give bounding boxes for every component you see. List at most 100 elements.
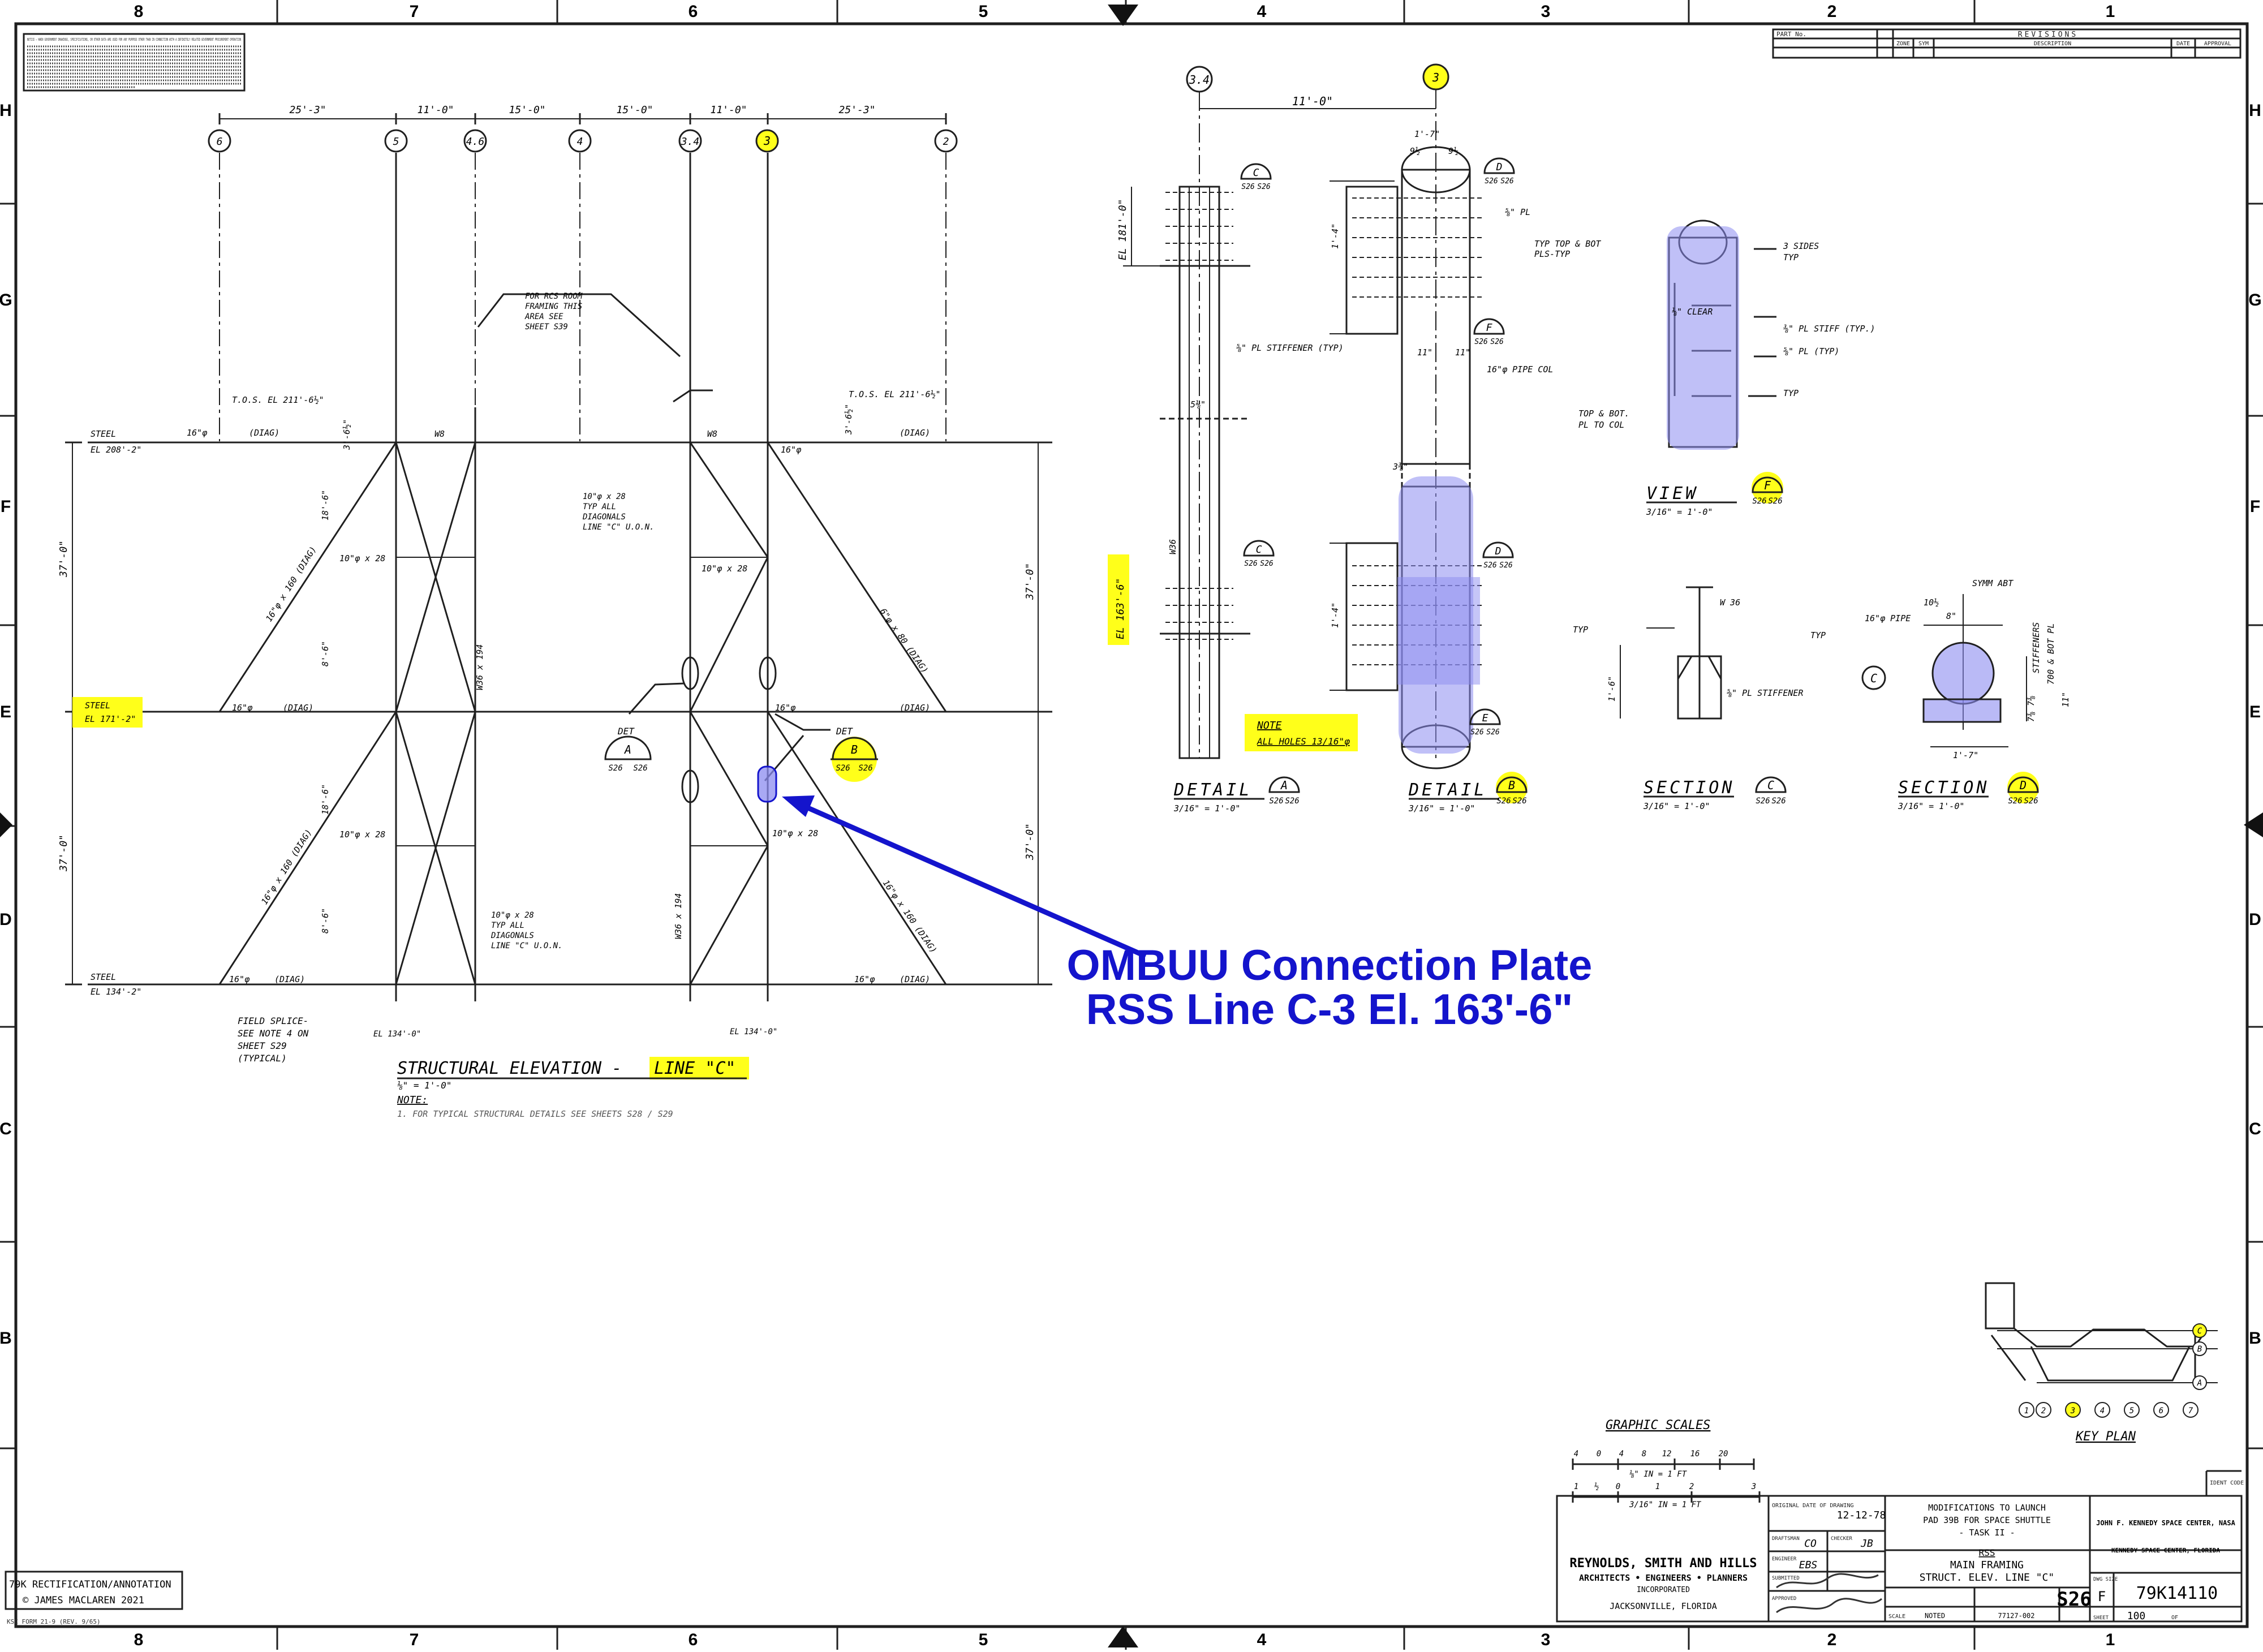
- section-c-label: ⅝" PL STIFFENER: [1727, 688, 1803, 698]
- annotation-arrowhead: [782, 795, 815, 817]
- callout-ref: S26: [1486, 728, 1500, 737]
- zone-row-D: D: [2249, 910, 2261, 929]
- callout-sheet: S26: [1244, 560, 1258, 568]
- orig-date-label: ORIGINAL DATE OF DRAWING: [1772, 1503, 1854, 1509]
- rcs-note-4: SHEET S39: [525, 322, 568, 332]
- drawing-line-3: STRUCT. ELEV. LINE "C": [1920, 1572, 2054, 1584]
- member-label: (DIAG): [249, 428, 279, 438]
- scale-1-tick: 4: [1619, 1449, 1624, 1459]
- view-f-label: TYP: [1783, 388, 1799, 398]
- section-d-pipe-highlight: [1931, 642, 1995, 705]
- center-sub: KENNEDY SPACE CENTER, FLORIDA: [2111, 1547, 2220, 1554]
- key-plan-row-B: B: [2197, 1345, 2202, 1354]
- member-label: 10"φ x 28: [339, 829, 385, 840]
- zone-column-7: 7: [410, 2, 419, 21]
- orig-date: 12-12-78: [1837, 1509, 1886, 1521]
- detail-label: 5⅛": [1190, 399, 1206, 410]
- sheet-label: SHEET: [2093, 1615, 2109, 1621]
- zone-row-D: D: [0, 910, 12, 929]
- grid-bubble: [463, 129, 487, 153]
- sheet-code: S26: [2057, 1588, 2091, 1611]
- zone-column-4: 4: [1257, 2, 1267, 21]
- project-line-1: MODIFICATIONS TO LAUNCH: [1928, 1503, 2046, 1513]
- engineer-label: ENGINEER: [1772, 1556, 1797, 1562]
- elevation-title: STRUCTURAL ELEVATION -: [397, 1059, 622, 1078]
- firm-city: JACKSONVILLE, FLORIDA: [1610, 1601, 1717, 1611]
- grid-bubble-4: 4: [577, 136, 583, 148]
- notice-box: NOTICE — WHEN GOVERNMENT DRAWINGS, SPECI…: [23, 33, 246, 92]
- zone-column-1: 1: [2106, 1631, 2115, 1649]
- center-arrow-top: [1108, 5, 1138, 26]
- key-plan-col-bubble: [2065, 1402, 2081, 1418]
- section_c-letter: C: [1767, 778, 1774, 792]
- view-f-label: PLS-TYP: [1534, 249, 1570, 259]
- section-d-label: 8": [1946, 611, 1956, 621]
- callout-ref: S26: [1499, 561, 1513, 570]
- level-bottom-steel: STEEL: [91, 972, 116, 982]
- key-plan-col-bubble: [2153, 1402, 2169, 1418]
- callout-sheet: S26: [1485, 177, 1498, 186]
- section_c-title: SECTION: [1644, 778, 1735, 798]
- typ-diag-upper-1: 10"φ x 28: [583, 492, 626, 501]
- det-a-letter: A: [623, 743, 631, 756]
- callout-letter: F: [1486, 322, 1493, 334]
- view-f-label: PL TO COL: [1578, 420, 1624, 430]
- detail_a-scale: 3/16" = 1'-0": [1173, 803, 1240, 814]
- det-a-sheet: S26: [633, 764, 647, 773]
- callout-symbol: [1482, 541, 1514, 558]
- callout-symbol: [1483, 157, 1515, 174]
- el-134-right: EL 134'-0": [730, 1027, 777, 1036]
- member-label: 10"φ x 28: [702, 563, 747, 574]
- grid-bubble-5: 5: [393, 136, 399, 148]
- note-box-text: ALL HOLES 13/16"φ: [1257, 736, 1350, 747]
- rcs-note-1: FOR RCS ROOM: [525, 292, 583, 301]
- details-el-upper: EL 181'-0": [1117, 199, 1129, 260]
- member-label: 16"φ: [187, 428, 208, 438]
- detail_a-title: DETAIL: [1173, 780, 1252, 800]
- scale-1-tick: 16: [1690, 1449, 1700, 1459]
- scale-2-tick: 0: [1616, 1482, 1620, 1491]
- callout-letter: C: [1256, 544, 1262, 556]
- grid-bubble: [678, 129, 702, 153]
- key-plan-col-bubble: [2183, 1402, 2199, 1418]
- graphic-scale-1-label: ⅛" IN = 1 FT: [1629, 1470, 1688, 1479]
- section-c-label: 1'-6": [1607, 676, 1617, 702]
- key-plan-col-6: 6: [2159, 1406, 2163, 1416]
- zone-row-B: B: [0, 1329, 12, 1348]
- zone-column-8: 8: [134, 1631, 144, 1649]
- det-b-ref: S26: [836, 764, 850, 773]
- view_f-scale: 3/16" = 1'-0": [1646, 507, 1713, 517]
- zone-row-G: G: [0, 291, 12, 309]
- section-d-label: 1'-7": [1953, 750, 1978, 760]
- zone-row-F: F: [2250, 497, 2260, 516]
- zone-column-7: 7: [410, 1631, 419, 1649]
- typ-diag-lower-2: TYP ALL: [491, 921, 524, 930]
- section_c-scale: 3/16" = 1'-0": [1643, 801, 1710, 811]
- grid-bubble-3: 3: [763, 134, 771, 148]
- zone-column-6: 6: [689, 2, 698, 21]
- det-a-callout: DET A S26 S26: [604, 726, 652, 773]
- detail-label: W36: [1168, 539, 1178, 554]
- zone-column-2: 2: [1827, 1631, 1837, 1649]
- top-dim: 15'-0": [616, 104, 653, 116]
- zone-row-C: C: [0, 1120, 12, 1138]
- key-plan-drawing: [1985, 1282, 2218, 1385]
- ombuu-plate-marker[interactable]: [757, 765, 777, 803]
- el-134-left: EL 134'-0": [373, 1030, 421, 1039]
- callout-symbol: [1469, 708, 1501, 725]
- signature-1: [1776, 1573, 1879, 1589]
- grid-3-highlight: [755, 129, 779, 153]
- zone-row-C: C: [2249, 1120, 2261, 1138]
- member-label: 16"φ: [232, 703, 253, 713]
- zone-column-3: 3: [1541, 1631, 1551, 1649]
- top-dim: 15'-0": [509, 104, 545, 116]
- form-number: KSC FORM 21-9 (REV. 9/65): [7, 1618, 101, 1625]
- callout-letter: D: [1495, 545, 1502, 557]
- elevation-title-line-c: LINE "C": [654, 1059, 736, 1078]
- view-f-label: TYP TOP & BOT: [1534, 239, 1601, 249]
- field-splice-2: SEE NOTE 4 ON: [238, 1028, 309, 1039]
- height-dim-4: 37'-0": [1024, 823, 1036, 861]
- credit-box: [5, 1571, 183, 1610]
